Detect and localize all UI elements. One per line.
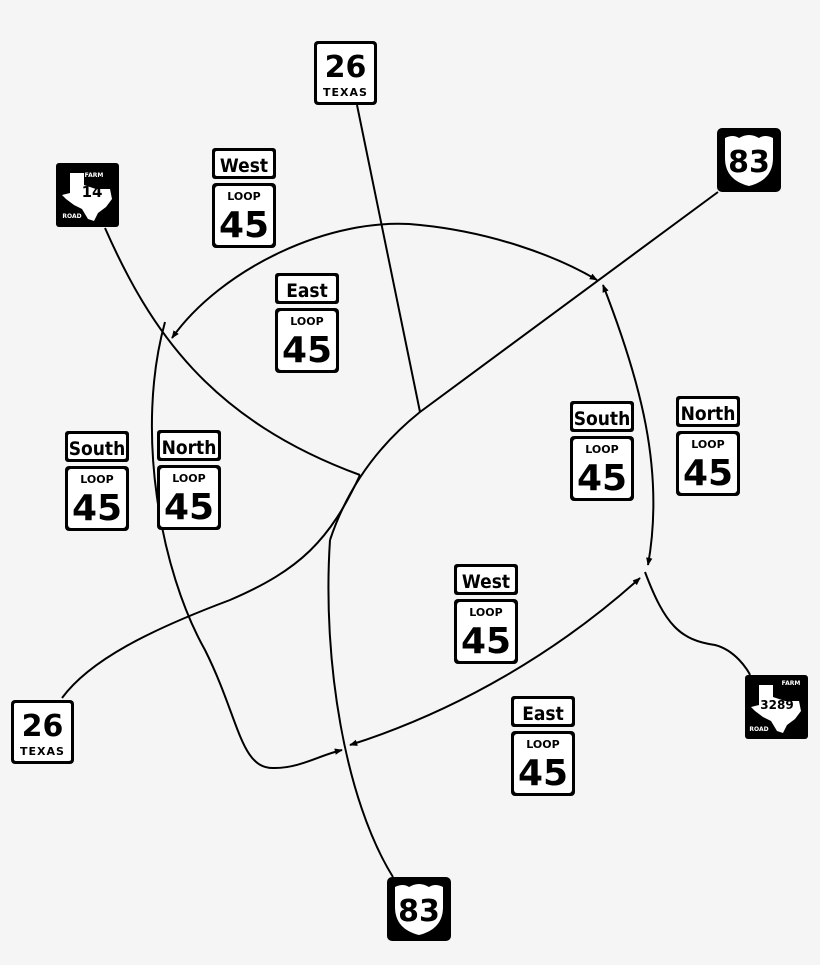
us-83-number: 83	[398, 894, 440, 929]
loop-45-number: 45	[461, 621, 511, 662]
loop-45-south-assembly-east: South LOOP 45	[570, 401, 634, 501]
texas-26-state: TEXAS	[323, 86, 368, 99]
loop-label: LOOP	[526, 738, 559, 751]
texas-state-outline-icon	[751, 685, 801, 733]
road-fm-3289	[644, 571, 751, 676]
road-label: ROAD	[749, 726, 768, 733]
loop-45-number: 45	[164, 487, 214, 528]
road-us-83-northeast	[329, 191, 719, 541]
loop-45-number: 45	[282, 330, 332, 371]
loop-45-number: 45	[219, 205, 269, 246]
direction-south: South	[574, 408, 631, 430]
loop-45-east-arc	[602, 284, 655, 566]
texas-26-shield-southwest: 26 TEXAS	[11, 700, 74, 764]
road-fm-14	[104, 227, 361, 476]
loop-45-east-assembly-north: East LOOP 45	[275, 273, 339, 373]
texas-state-outline-icon	[62, 173, 112, 221]
loop-45-number: 45	[518, 753, 568, 794]
loop-label: LOOP	[290, 315, 323, 328]
direction-south: South	[69, 438, 126, 460]
fm-3289-number: 3289	[760, 698, 793, 712]
direction-east: East	[286, 280, 328, 302]
road-label: ROAD	[62, 213, 81, 220]
fm-14-number: 14	[82, 183, 103, 201]
loop-label: LOOP	[227, 190, 260, 203]
us-83-shield-northeast: 83	[717, 128, 781, 192]
loop-45-west-assembly-south: West LOOP 45	[454, 564, 518, 664]
road-network	[61, 104, 751, 878]
direction-north: North	[681, 403, 736, 425]
loop-label: LOOP	[80, 473, 113, 486]
loop-label: LOOP	[691, 438, 724, 451]
us-83-number: 83	[728, 145, 770, 180]
loop-45-north-arc	[171, 222, 598, 339]
texas-26-number: 26	[22, 709, 64, 744]
loop-45-number: 45	[683, 453, 733, 494]
direction-west: West	[462, 571, 510, 593]
farm-label: FARM	[782, 680, 801, 687]
direction-west: West	[220, 155, 268, 177]
texas-26-state: TEXAS	[20, 745, 65, 758]
loop-label: LOOP	[469, 606, 502, 619]
loop-45-west-assembly-north: West LOOP 45	[212, 148, 276, 248]
texas-26-number: 26	[325, 50, 367, 85]
loop-45-number: 45	[577, 458, 627, 499]
road-us-83-south	[327, 539, 394, 878]
loop-45-number: 45	[72, 488, 122, 529]
direction-east: East	[522, 703, 564, 725]
farm-road-3289-shield: FARM 3289 ROAD	[745, 675, 808, 739]
loop-label: LOOP	[585, 443, 618, 456]
loop-45-south-assembly-west: South LOOP 45	[65, 431, 129, 531]
texas-26-shield-north: 26 TEXAS	[314, 41, 377, 105]
road-texas-26-southwest	[61, 474, 361, 699]
loop-45-south-arc	[349, 577, 641, 746]
us-83-shield-south: 83	[387, 877, 451, 941]
road-texas-26-north	[356, 104, 421, 413]
loop-45-west-arc	[150, 321, 343, 770]
loop-45-north-assembly-east: North LOOP 45	[676, 396, 740, 496]
direction-north: North	[162, 437, 217, 459]
farm-label: FARM	[85, 172, 104, 179]
farm-road-14-shield: FARM 14 ROAD	[56, 163, 119, 227]
loop-45-north-assembly-west: North LOOP 45	[157, 430, 221, 530]
loop-45-east-assembly-south: East LOOP 45	[511, 696, 575, 796]
loop-label: LOOP	[172, 472, 205, 485]
